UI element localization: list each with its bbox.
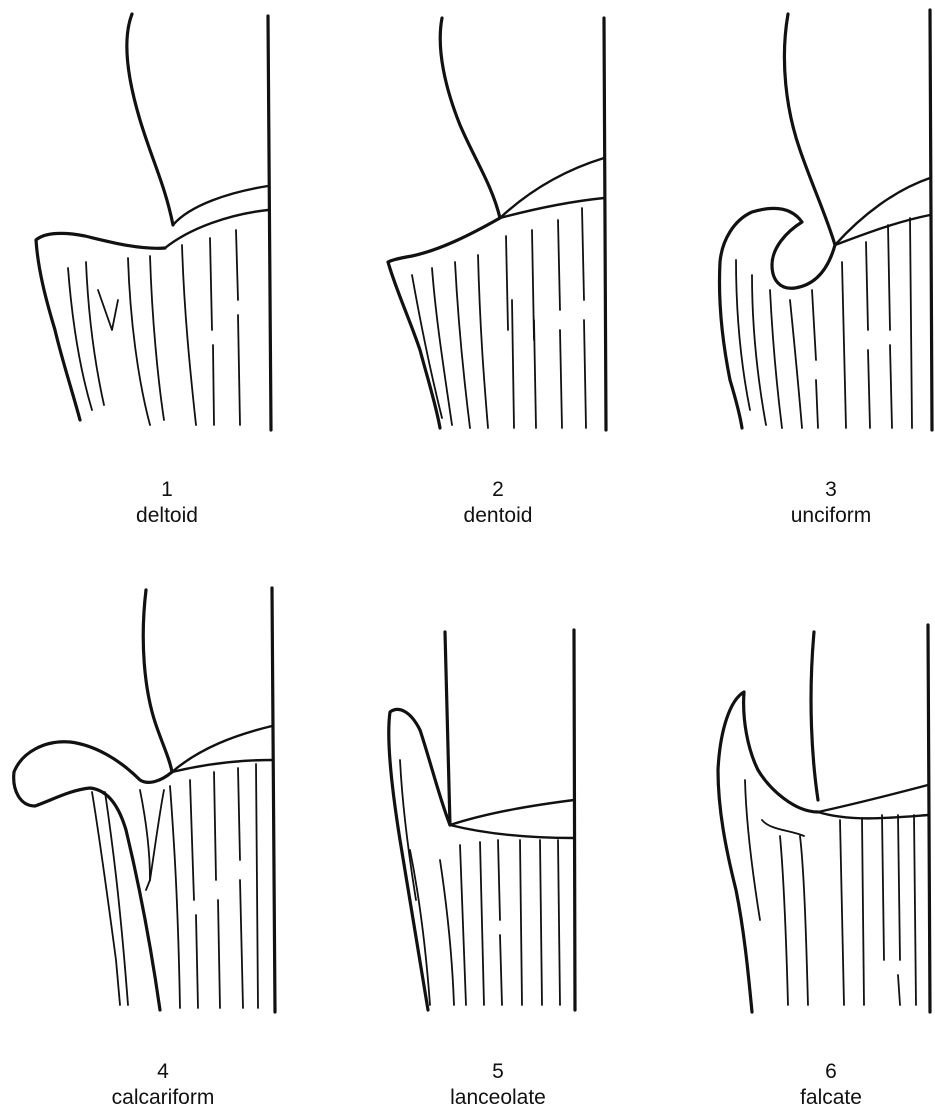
figure-name-5: lanceolate [398,1085,598,1111]
figure-name-1: deltoid [67,503,267,529]
caption-5: 5 lanceolate [398,1059,598,1111]
figure-number-1: 1 [67,477,267,503]
drawing-1-deltoid [36,14,271,430]
drawing-3-unciform [719,10,932,430]
caption-4: 4 calcariform [63,1059,263,1111]
caption-2: 2 dentoid [398,477,598,529]
drawing-4-calcariform [14,588,275,1012]
caption-1: 1 deltoid [67,477,267,529]
figure-name-2: dentoid [398,503,598,529]
figure-number-3: 3 [731,477,931,503]
figure-name-3: unciform [731,503,931,529]
drawing-5-lanceolate [389,630,575,1010]
drawing-6-falcate [718,625,930,1012]
figure-number-6: 6 [731,1059,931,1085]
figure-number-5: 5 [398,1059,598,1085]
figure-number-2: 2 [398,477,598,503]
figure-number-4: 4 [63,1059,263,1085]
figure-name-6: falcate [731,1085,931,1111]
drawing-2-dentoid [388,18,606,430]
caption-6: 6 falcate [731,1059,931,1111]
caption-3: 3 unciform [731,477,931,529]
figure-name-4: calcariform [63,1085,263,1111]
